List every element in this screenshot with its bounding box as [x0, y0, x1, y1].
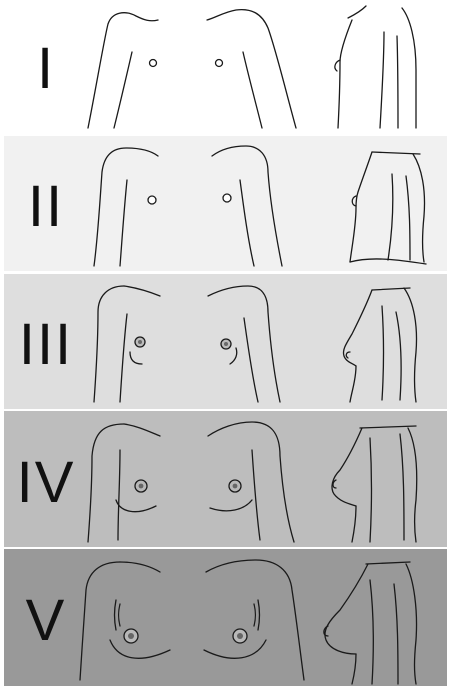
stage-1-front-view [88, 10, 296, 128]
stage-2-front-view [94, 146, 282, 266]
stage-4-side-view [332, 426, 417, 542]
stage-5-front-view [80, 560, 304, 680]
stage-4-front-view [88, 422, 294, 542]
stage-3-front-view [94, 286, 280, 402]
stage-3-side-view [343, 288, 416, 402]
stage-1-side-view [335, 6, 416, 128]
stage-2-side-view [350, 152, 426, 264]
stage-5-side-view [324, 562, 417, 684]
